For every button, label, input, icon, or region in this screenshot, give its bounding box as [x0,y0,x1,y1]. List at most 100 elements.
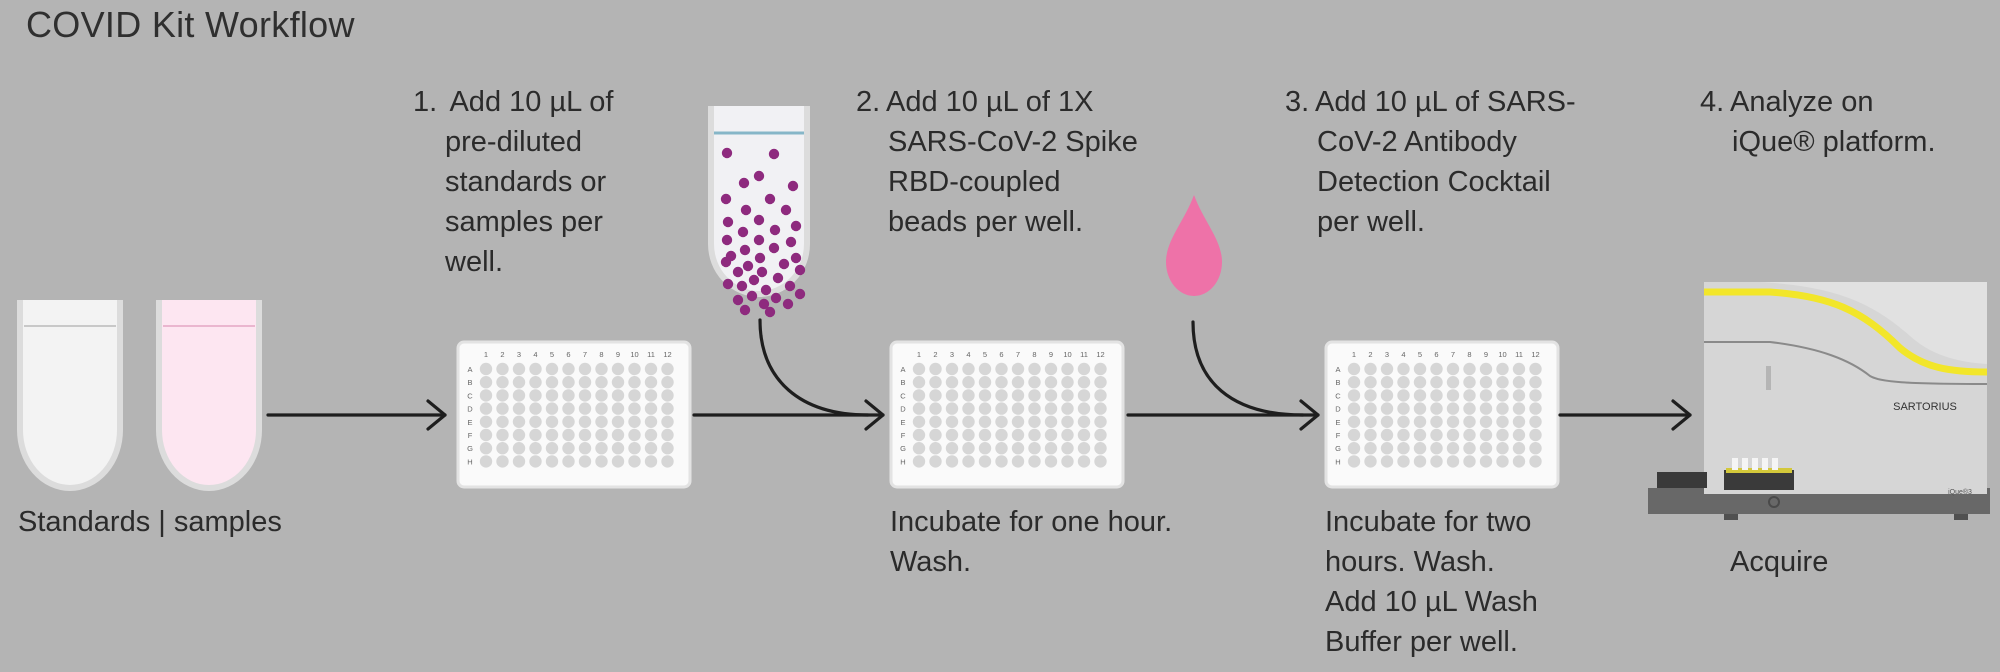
plate-well [1463,415,1476,428]
plate-column-label: 7 [1016,350,1020,359]
plate-well [1028,402,1041,415]
bead [738,177,750,189]
plate-well [1430,376,1443,389]
plate-row-label: F [468,431,473,440]
plate-well [1496,428,1509,442]
plate-well [644,428,658,442]
plate-well [578,376,592,389]
plate-well [912,415,926,428]
plate-well [1430,442,1443,455]
plate-well [1430,428,1443,442]
plate-well [1011,428,1025,442]
plate-column-label: 3 [950,350,954,359]
plate-column-label: 12 [1531,350,1539,359]
plate-well [1446,442,1460,455]
plate-row-label: E [1335,418,1340,427]
plate-well [1512,442,1526,455]
plate-well [578,442,592,455]
plate-row-label: F [1336,431,1341,440]
plate-well [1061,428,1074,442]
plate-well [945,455,959,468]
plate-well [1094,389,1107,402]
plate-well [479,455,493,468]
plate-well [1061,362,1074,376]
plate-well [1347,362,1361,376]
plate-well [1413,376,1427,389]
bead [787,180,799,192]
bead [768,148,780,160]
plate-well [1446,428,1460,442]
bead [753,214,765,226]
plate-well [1061,402,1074,415]
plate-well [1347,389,1361,402]
arrow-plate3-to-instrument [1558,399,1692,431]
plate-well [995,376,1008,389]
plate-well [1446,415,1460,428]
plate-column-label: 12 [663,350,671,359]
plate-well [628,455,641,468]
bead [769,224,781,236]
plate-well [661,428,674,442]
plate-well [1397,402,1410,415]
plate-well [1011,415,1025,428]
plate-well [1094,428,1107,442]
plate-well [1380,428,1394,442]
plate-well [978,442,992,455]
plate-well [1496,402,1509,415]
plate-well [1011,402,1025,415]
plate-well [562,402,575,415]
plate-well [1011,362,1025,376]
plate-well [962,376,975,389]
plate-well [661,376,674,389]
plate-well [611,455,625,468]
plate-column-label: 12 [1096,350,1104,359]
plate-well [578,402,592,415]
plate-well [1077,455,1091,468]
plate-well [1529,376,1542,389]
plate-well [545,376,559,389]
plate-row-label: E [900,418,905,427]
plate-well [595,428,608,442]
plate-well [1479,415,1493,428]
plate-column-label: 5 [1418,350,1422,359]
bead [754,252,766,264]
plate-well [1077,402,1091,415]
plate-well [1397,389,1410,402]
plate-column-label: 6 [999,350,1003,359]
plate-well [962,428,975,442]
plate-well [929,389,942,402]
plate-well [1380,455,1394,468]
plate-well [912,389,926,402]
plate-well [1463,402,1476,415]
plate-well [1347,402,1361,415]
plate-well [1347,428,1361,442]
plate-well [962,402,975,415]
plate-column-label: 2 [1368,350,1372,359]
plate-well [1364,428,1377,442]
plate-column-label: 9 [616,350,620,359]
plate-well [1479,442,1493,455]
instrument-brand: SARTORIUS [1893,401,1957,413]
plate-well [496,402,509,415]
bead [782,298,794,310]
plate-well [1397,442,1410,455]
bead [746,290,758,302]
plate-well [661,415,674,428]
plate-well [962,455,975,468]
plate-well [611,415,625,428]
plate-row-label: D [1335,405,1341,414]
plate-column-label: 9 [1484,350,1488,359]
plate-column-label: 7 [583,350,587,359]
page-title: COVID Kit Workflow [26,4,355,45]
tubes-caption: Standards | samples [18,506,282,538]
plate-well [496,362,509,376]
plate-well [512,376,526,389]
plate-well [1077,428,1091,442]
plate-column-label: 10 [630,350,638,359]
plate-well [545,415,559,428]
plate-well [1512,402,1526,415]
plate-well [978,389,992,402]
plate-column-label: 11 [1080,350,1088,359]
plate-well [1028,389,1041,402]
